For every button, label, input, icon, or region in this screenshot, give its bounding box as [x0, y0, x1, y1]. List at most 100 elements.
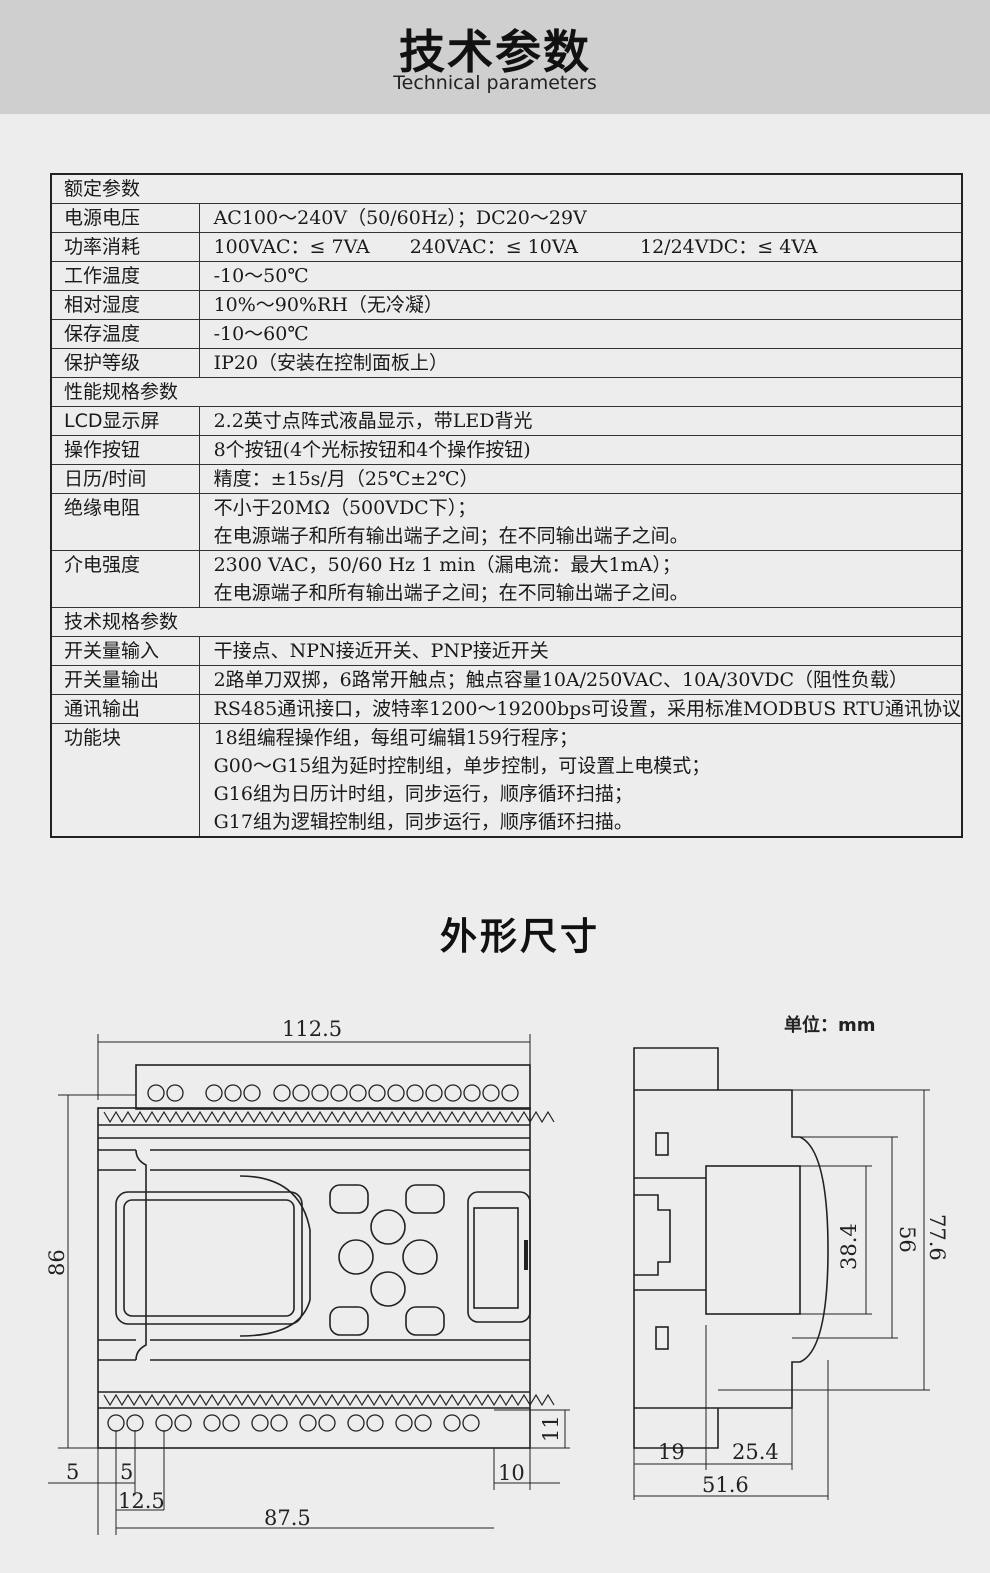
table-row: 绝缘电阻 不小于20MΩ（500VDC下）； 在电源端子和所有输出端子之间；在不同… — [50, 493, 963, 551]
spec-value: 干接点、NPN接近开关、PNP接近开关 — [198, 636, 963, 666]
dim-side-77-6: 77.6 — [925, 1214, 949, 1261]
spec-key: 功率消耗 — [50, 232, 200, 262]
spec-key: 工作温度 — [50, 261, 200, 291]
terminal-screws — [107, 1084, 519, 1432]
spec-line: 在电源端子和所有输出端子之间；在不同输出端子之间。 — [213, 525, 689, 547]
unit-label: 单位：mm — [784, 1015, 876, 1036]
spec-value: 10%～90%RH（无冷凝） — [198, 290, 963, 320]
keypad-button — [405, 1306, 445, 1336]
dim-side-56: 56 — [895, 1226, 919, 1253]
side-view — [633, 1047, 829, 1449]
page-title: 技术参数 — [399, 25, 591, 79]
comm-port — [467, 1191, 531, 1323]
table-row: 保护等级 IP20（安装在控制面板上） — [50, 348, 963, 378]
dim-side-25-4: 25.4 — [732, 1440, 779, 1464]
cursor-button — [370, 1271, 406, 1307]
table-row: 功能块 18组编程操作组，每组可编辑159行程序； G00～G15组为延时控制组，… — [50, 723, 963, 838]
spec-value: AC100～240V（50/60Hz）；DC20～29V — [198, 203, 963, 233]
table-row: 开关量输出 2路单刀双掷，6路常开触点；触点容量10A/250VAC、10A/3… — [50, 665, 963, 695]
spec-value: 2路单刀双掷，6路常开触点；触点容量10A/250VAC、10A/30VDC（阻… — [198, 665, 963, 695]
spec-key: 开关量输出 — [50, 665, 200, 695]
front-dimension-lines — [48, 1034, 570, 1535]
cursor-button — [338, 1239, 374, 1275]
spec-value: -10～60℃ — [198, 319, 963, 349]
spec-value: 100VAC：≤ 7VA 240VAC：≤ 10VA 12/24VDC：≤ 4VA — [198, 232, 963, 262]
top-terminal-block — [135, 1064, 531, 1110]
spec-key: 相对湿度 — [50, 290, 200, 320]
dim-pitch: 12.5 — [118, 1489, 165, 1513]
spec-key: 操作按钮 — [50, 435, 200, 465]
side-recess — [705, 1165, 801, 1315]
spec-key: LCD显示屏 — [50, 406, 200, 436]
spec-value: 精度：±15s/月（25℃±2℃） — [198, 464, 963, 494]
spec-key: 功能块 — [50, 723, 200, 838]
power-dc: 12/24VDC：≤ 4VA — [640, 236, 818, 258]
dimensions-title: 外形尺寸 — [440, 915, 600, 958]
spec-key: 日历/时间 — [50, 464, 200, 494]
section-rated: 额定参数 — [50, 173, 963, 204]
spec-key: 通讯输出 — [50, 694, 200, 724]
page-header: 技术参数 Technical parameters — [0, 0, 990, 114]
keypad-button — [405, 1184, 445, 1214]
spec-key: 绝缘电阻 — [50, 493, 200, 551]
spec-line: 在电源端子和所有输出端子之间；在不同输出端子之间。 — [213, 582, 689, 604]
power-ac100: 100VAC：≤ 7VA — [213, 236, 370, 258]
dimension-drawing: 112.5 86 5 5 12.5 87.5 10 11 19 25.4 51.… — [45, 1020, 949, 1535]
side-profile — [633, 1047, 829, 1449]
section-technical: 技术规格参数 — [50, 607, 963, 637]
spec-value: 8个按钮(4个光标按钮和4个操作按钮) — [198, 435, 963, 465]
dim-terminal-span: 87.5 — [264, 1506, 311, 1530]
spec-value: 18组编程操作组，每组可编辑159行程序； G00～G15组为延时控制组，单步控制… — [198, 723, 963, 838]
spec-key: 保存温度 — [50, 319, 200, 349]
terminal-teeth — [103, 1110, 555, 1407]
din-slot — [655, 1132, 669, 1156]
dim-side-38-4: 38.4 — [837, 1223, 861, 1270]
spec-key: 电源电压 — [50, 203, 200, 233]
spec-value: IP20（安装在控制面板上） — [198, 348, 963, 378]
spec-value: RS485通讯接口，波特率1200～19200bps可设置，采用标准MODBUS… — [198, 694, 963, 724]
spec-line: 不小于20MΩ（500VDC下）； — [213, 497, 477, 519]
cursor-button — [370, 1209, 406, 1245]
side-dimension-lines — [633, 1089, 930, 1500]
spec-line: 18组编程操作组，每组可编辑159行程序； — [213, 727, 579, 749]
dim-side-19: 19 — [658, 1440, 685, 1464]
keypad-button — [329, 1306, 369, 1336]
table-row: 介电强度 2300 VAC，50/60 Hz 1 min（漏电流：最大1mA）；… — [50, 550, 963, 608]
spec-value: -10～50℃ — [198, 261, 963, 291]
table-row: 功率消耗 100VAC：≤ 7VA 240VAC：≤ 10VA 12/24VDC：≤… — [50, 232, 963, 262]
dim-right-offset: 10 — [498, 1461, 525, 1485]
page-subtitle: Technical parameters — [393, 72, 597, 94]
spec-line: 2300 VAC，50/60 Hz 1 min（漏电流：最大1mA）； — [213, 554, 681, 576]
lcd-window — [115, 1191, 303, 1325]
spec-value: 2.2英寸点阵式液晶显示，带LED背光 — [198, 406, 963, 436]
spec-line: G17组为逻辑控制组，同步运行，顺序循环扫描。 — [213, 811, 633, 833]
spec-key: 介电强度 — [50, 550, 200, 608]
table-row: LCD显示屏 2.2英寸点阵式液晶显示，带LED背光 — [50, 406, 963, 436]
spec-value: 不小于20MΩ（500VDC下）； 在电源端子和所有输出端子之间；在不同输出端子之… — [198, 493, 963, 551]
dim-offset-left: 5 — [66, 1460, 79, 1484]
power-ac240: 240VAC：≤ 10VA — [409, 236, 578, 258]
spec-table: 额定参数 电源电压 AC100～240V（50/60Hz）；DC20～29V 功… — [50, 173, 963, 838]
table-row: 工作温度 -10～50℃ — [50, 261, 963, 291]
table-row: 日历/时间 精度：±15s/月（25℃±2℃） — [50, 464, 963, 494]
dim-width-total: 112.5 — [282, 1020, 342, 1041]
table-row: 保存温度 -10～60℃ — [50, 319, 963, 349]
dim-height-total: 86 — [45, 1249, 69, 1276]
section-performance: 性能规格参数 — [50, 377, 963, 407]
table-row: 通讯输出 RS485通讯接口，波特率1200～19200bps可设置，采用标准M… — [50, 694, 963, 724]
spec-value: 2300 VAC，50/60 Hz 1 min（漏电流：最大1mA）； 在电源端子… — [198, 550, 963, 608]
front-view — [97, 1064, 531, 1449]
spec-line: G16组为日历计时组，同步运行，顺序循环扫描； — [213, 783, 633, 805]
spec-key: 保护等级 — [50, 348, 200, 378]
table-row: 开关量输入 干接点、NPN接近开关、PNP接近开关 — [50, 636, 963, 666]
table-row: 电源电压 AC100～240V（50/60Hz）；DC20～29V — [50, 203, 963, 233]
spec-key: 开关量输入 — [50, 636, 200, 666]
table-row: 操作按钮 8个按钮(4个光标按钮和4个操作按钮) — [50, 435, 963, 465]
dim-offset-screw: 5 — [120, 1460, 133, 1484]
cursor-button — [402, 1239, 438, 1275]
table-row: 相对湿度 10%～90%RH（无冷凝） — [50, 290, 963, 320]
spec-line: G00～G15组为延时控制组，单步控制，可设置上电模式； — [213, 755, 711, 777]
keypad-button — [329, 1184, 369, 1214]
din-slot — [655, 1326, 669, 1350]
dim-side-depth: 51.6 — [702, 1473, 749, 1497]
